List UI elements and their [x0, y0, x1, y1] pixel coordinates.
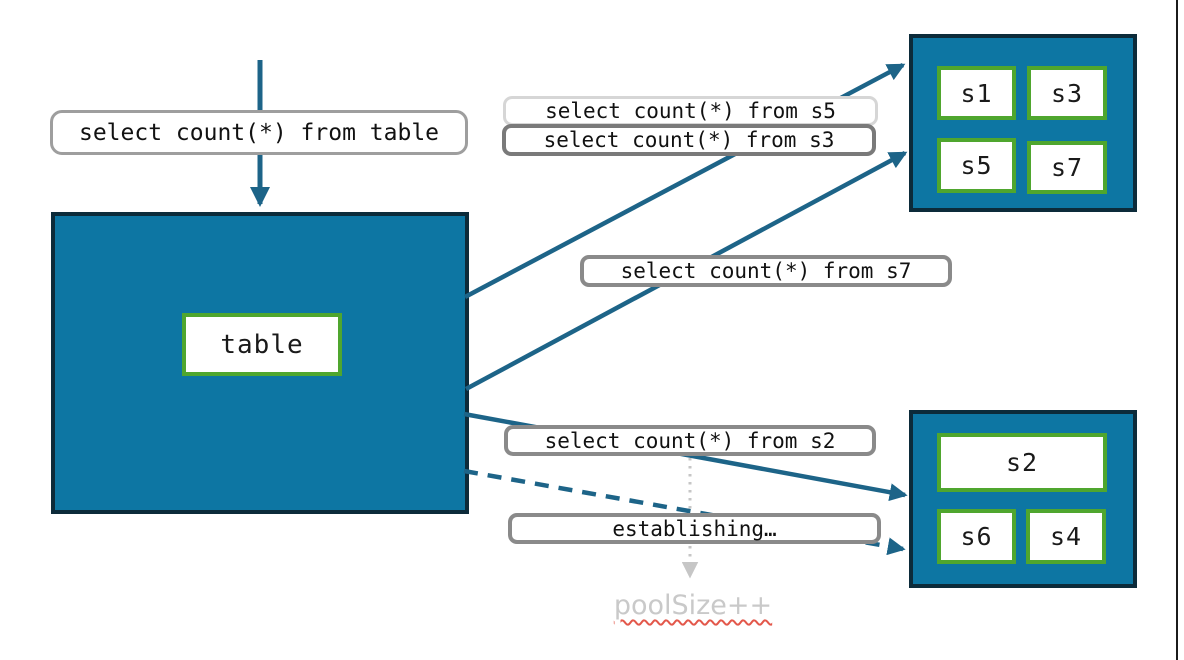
- poolsize-text-label: poolSize++: [613, 590, 773, 621]
- query-label-s7-text: select count(*) from s7: [620, 259, 912, 283]
- query-label-s2: select count(*) from s2: [504, 425, 876, 456]
- shard-s2: s2: [937, 433, 1107, 492]
- query-label-s5: select count(*) from s5: [503, 96, 878, 126]
- shard-group-top: s1 s3 s5 s7: [909, 34, 1137, 212]
- table-box: table: [51, 212, 469, 514]
- shard-s7-label: s7: [1050, 153, 1084, 182]
- shard-s3: s3: [1027, 66, 1107, 120]
- table-inner-label: table: [182, 313, 342, 376]
- poolsize-text: poolSize++: [600, 590, 786, 621]
- shard-s6-label: s6: [960, 522, 993, 551]
- shard-s3-label: s3: [1050, 78, 1084, 108]
- shard-s5: s5: [937, 138, 1016, 193]
- query-label-s3-text: select count(*) from s3: [543, 128, 835, 152]
- slide-right-edge-divider: [1176, 0, 1178, 660]
- shard-s4-label: s4: [1049, 522, 1083, 551]
- query-label-table: select count(*) from table: [50, 110, 468, 155]
- query-label-s3: select count(*) from s3: [502, 124, 876, 156]
- shard-s1: s1: [937, 66, 1016, 120]
- shard-s5-label: s5: [960, 151, 993, 180]
- establishing-label-text: establishing…: [612, 516, 777, 541]
- table-label-text: table: [220, 329, 304, 360]
- shard-group-bottom: s2 s6 s4: [909, 410, 1137, 588]
- query-label-s5-text: select count(*) from s5: [545, 99, 836, 123]
- query-label-s7: select count(*) from s7: [580, 255, 952, 287]
- query-label-s2-text: select count(*) from s2: [544, 428, 836, 453]
- shard-s4: s4: [1026, 509, 1106, 564]
- shard-s2-label: s2: [1005, 448, 1039, 477]
- shard-s6: s6: [937, 509, 1016, 564]
- establishing-label: establishing…: [508, 513, 881, 544]
- query-label-table-text: select count(*) from table: [78, 119, 440, 146]
- shard-s1-label: s1: [960, 78, 993, 108]
- shard-s7: s7: [1027, 141, 1107, 194]
